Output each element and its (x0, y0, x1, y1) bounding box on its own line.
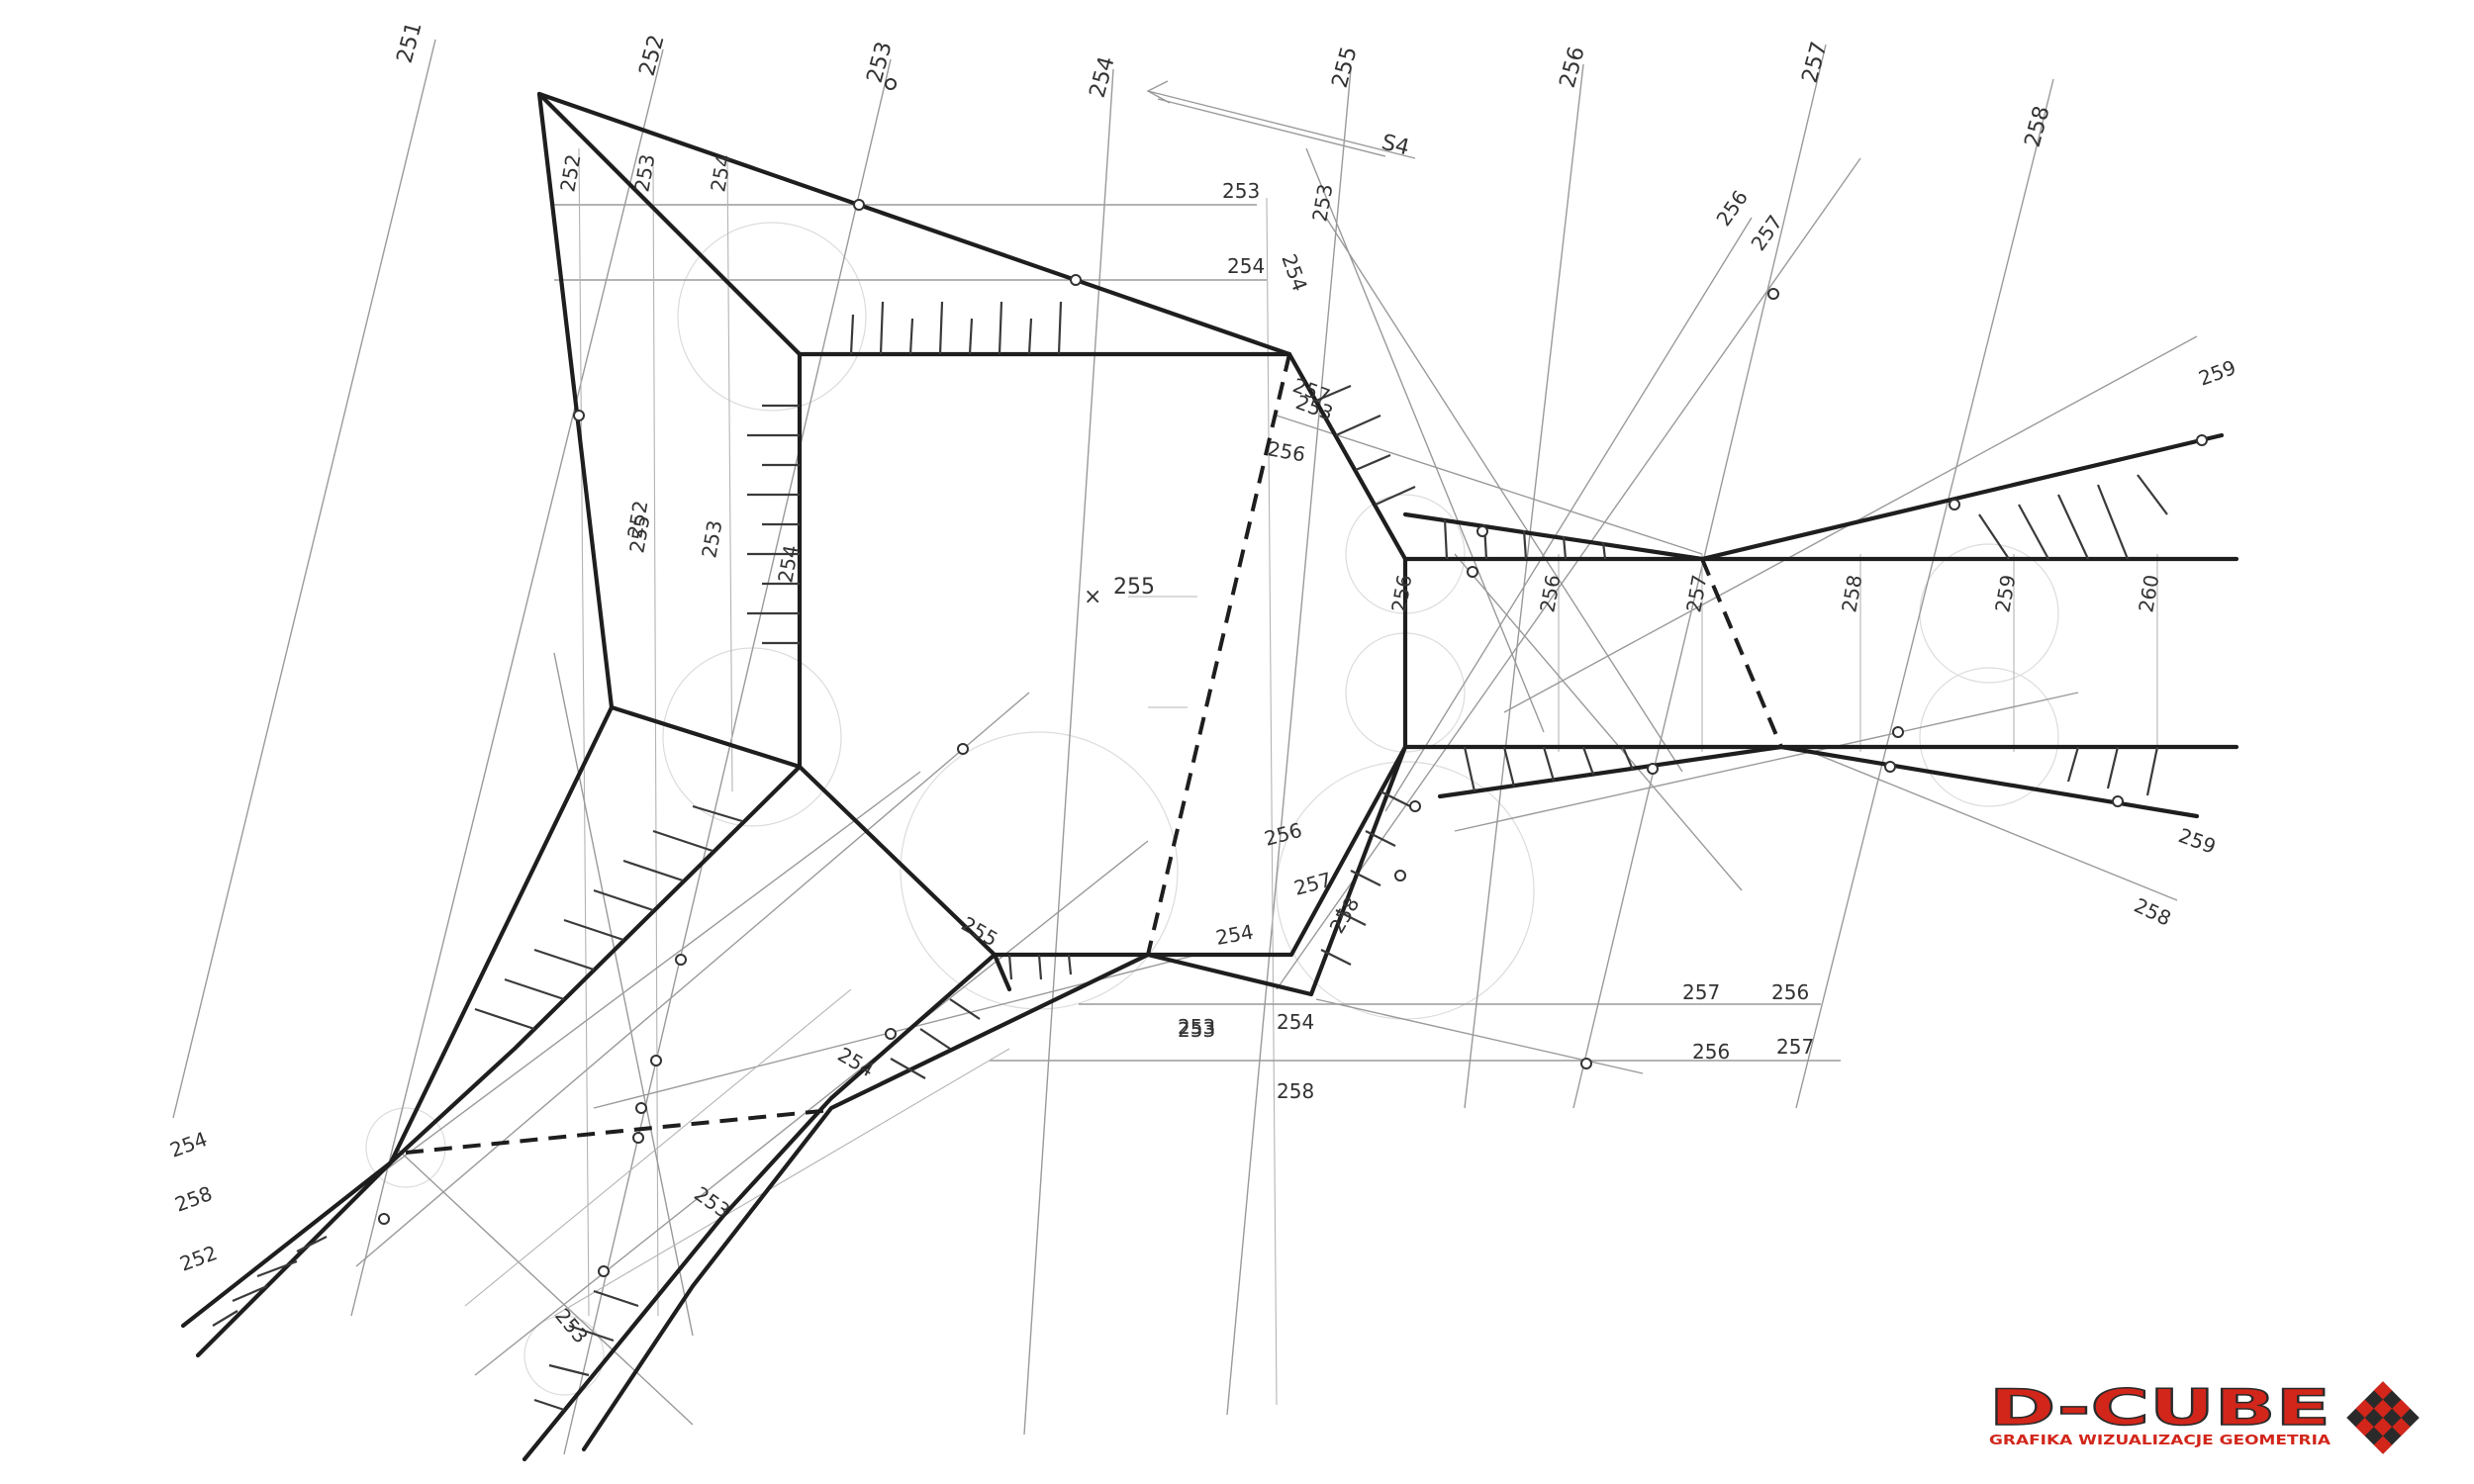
label-s4: 253 (1307, 182, 1337, 224)
label-s19: 258 (1277, 1079, 1314, 1103)
label-s1: 252 (555, 152, 585, 194)
label-left-254: 254 (167, 1127, 211, 1162)
label-s10: 255 (958, 912, 1002, 952)
label-256: 256 (1556, 45, 1590, 91)
label-s18: 257 (1746, 211, 1787, 255)
label-s20: 254 (1214, 920, 1256, 950)
label-s28: 257 (1682, 980, 1720, 1004)
label-258: 258 (2021, 104, 2055, 150)
dashed-lines (405, 353, 1783, 1155)
label-251: 251 (393, 20, 428, 66)
label-ch-259: 259 (1990, 573, 2020, 614)
label-s12: 257 (1291, 868, 1334, 900)
center-mark: × (1084, 585, 1101, 609)
north-arrow: S4 (1146, 80, 1416, 161)
label-257: 257 (1798, 40, 1833, 86)
label-255: 255 (1328, 45, 1363, 91)
label-s25: 255 (624, 513, 654, 555)
contour-labels: 251 252 253 254 255 256 257 258 253 254 … (167, 20, 2239, 1348)
label-h254: 254 (1227, 254, 1265, 278)
label-s13: 258 (1325, 892, 1365, 937)
label-ch-260: 260 (2134, 573, 2163, 614)
label-ch-257: 257 (1681, 573, 1711, 614)
label-s11: 256 (1266, 436, 1307, 466)
horizontal-construction (554, 204, 1841, 1062)
label-252: 252 (635, 33, 670, 79)
slope-hatching (212, 301, 2168, 1412)
diagonal-construction (355, 147, 2198, 1426)
label-s27: 256 (1692, 1040, 1730, 1064)
label-254: 254 (1086, 54, 1120, 101)
survey-points (378, 78, 2208, 1277)
label-s15: 254 (1277, 1010, 1314, 1034)
logo-tagline: GRAFIKA WIZUALIZACJE GEOMETRIA (1989, 1434, 2331, 1448)
label-right-259b: 259 (2175, 823, 2219, 859)
label-left-252: 252 (177, 1241, 221, 1276)
cube-icon (2346, 1381, 2420, 1454)
label-ch-256b: 256 (1535, 573, 1565, 614)
logo-brand-text: D-CUBE (1989, 1380, 2331, 1437)
label-h256: 256 (1771, 980, 1809, 1004)
label-ch-256a: 256 (1386, 573, 1416, 614)
label-s3: 254 (706, 152, 735, 194)
label-right-259a: 259 (2196, 355, 2239, 391)
main-outline (180, 91, 2239, 1462)
construction-circles (365, 222, 2059, 1396)
label-ch-258: 258 (1837, 573, 1866, 614)
label-h253: 253 (1222, 179, 1260, 203)
label-left-258: 258 (172, 1181, 216, 1217)
label-h257: 257 (1776, 1035, 1814, 1059)
label-s5: 254 (1277, 251, 1312, 295)
label-s21: 253 (1178, 1018, 1215, 1042)
label-s7: 253 (697, 518, 726, 560)
label-right-258: 258 (2131, 893, 2175, 931)
label-s14: 253 (1178, 1015, 1215, 1039)
brand-logo: D-CUBE GRAFIKA WIZUALIZACJE GEOMETRIA (1988, 1378, 2425, 1454)
logo-graphic: D-CUBE GRAFIKA WIZUALIZACJE GEOMETRIA (1988, 1378, 2420, 1454)
label-s16: 256 (1262, 818, 1304, 851)
label-s17: 256 (1711, 186, 1753, 231)
center-label: 255 (1113, 575, 1155, 600)
label-s23: 253 (690, 1181, 734, 1223)
label-s2: 253 (629, 152, 659, 194)
